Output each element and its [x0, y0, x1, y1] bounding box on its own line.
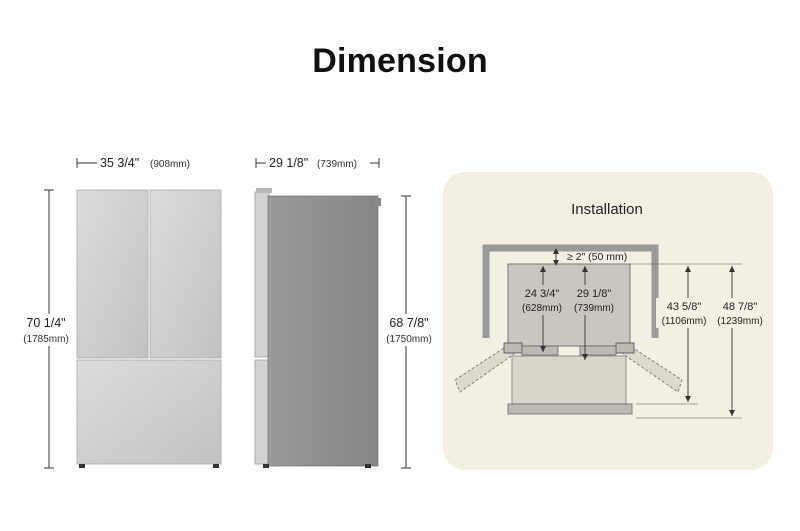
front-left-foot — [79, 464, 85, 468]
installation-title: Installation — [571, 201, 643, 218]
front-height-inches: 70 1/4" — [26, 316, 65, 330]
side-height-mm: (1750mm) — [386, 334, 432, 345]
clearance-dimension — [553, 248, 559, 266]
front-right-door — [149, 189, 222, 359]
depth-b-inches: 29 1/8" — [577, 288, 612, 300]
open-depth-a-dimension — [685, 266, 691, 402]
side-door-edge-upper — [254, 191, 270, 358]
front-view — [76, 189, 222, 468]
open-depth-a-mm: (1106mm) — [662, 316, 707, 327]
open-depth-a-inches: 43 5/8" — [667, 301, 702, 313]
side-cabinet — [267, 195, 379, 467]
depth-b-mm: (739mm) — [574, 303, 614, 314]
installation-wall — [482, 244, 659, 338]
side-view — [254, 188, 381, 468]
installation-left-hinge — [503, 342, 523, 354]
front-left-door — [76, 189, 149, 359]
installation-panel: Installation ≥ 2" (50 mm) 24 3/4" — [443, 172, 773, 470]
installation-handle-left — [521, 345, 559, 356]
side-front-foot — [263, 464, 269, 468]
open-depth-b-mm: (1239mm) — [717, 316, 763, 327]
installation-right-door-open — [622, 343, 683, 393]
installation-handle-right — [579, 345, 617, 356]
installation-drawer — [511, 355, 627, 405]
side-top-vent — [375, 198, 381, 206]
installation-drawer-front — [507, 403, 633, 415]
installation-extension-lines — [630, 263, 742, 419]
side-height-inches: 68 7/8" — [389, 316, 428, 330]
open-depth-b-inches: 48 7/8" — [723, 301, 758, 313]
front-width-inches: 35 3/4" — [100, 156, 139, 170]
front-right-foot — [213, 464, 219, 468]
side-door-edge-lower — [254, 359, 270, 465]
installation-right-hinge — [615, 342, 635, 354]
front-width-mm: (908mm) — [150, 159, 190, 170]
clearance-label: ≥ 2" (50 mm) — [567, 251, 627, 263]
open-depth-b-dimension — [729, 266, 735, 416]
side-rear-foot — [365, 464, 371, 468]
side-depth-mm: (739mm) — [317, 159, 357, 170]
depth-a-mm: (628mm) — [522, 303, 562, 314]
side-depth-inches: 29 1/8" — [269, 156, 308, 170]
installation-left-door-open — [454, 343, 515, 393]
side-hinge — [256, 188, 272, 193]
page-title: Dimension — [312, 42, 488, 80]
front-freezer-drawer — [76, 359, 222, 465]
front-height-mm: (1785mm) — [23, 334, 69, 345]
depth-a-inches: 24 3/4" — [525, 288, 560, 300]
